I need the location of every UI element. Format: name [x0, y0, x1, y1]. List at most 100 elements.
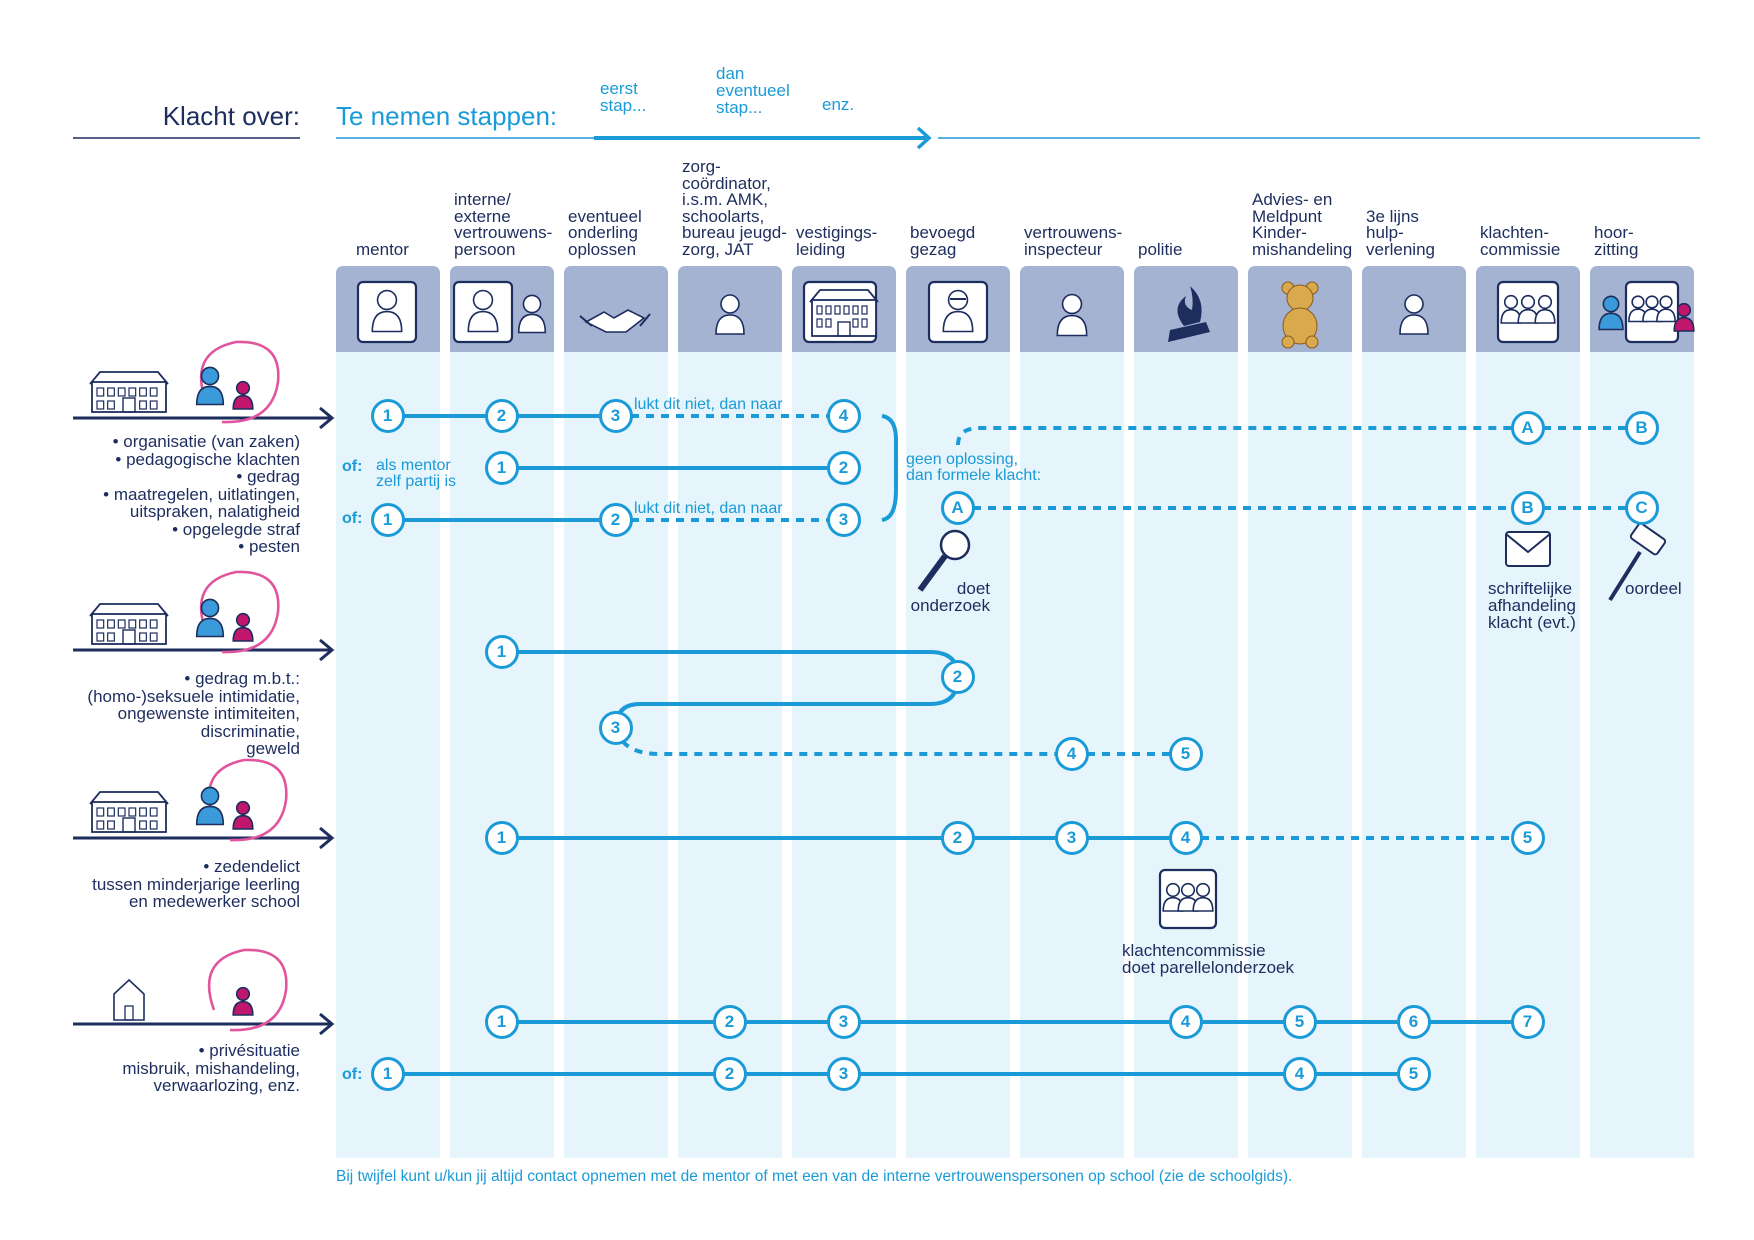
parallel-investigation-note: klachtencommissie doet parellelonderzoek	[1122, 941, 1295, 977]
building-window	[128, 619, 137, 629]
path-curve	[956, 426, 1528, 446]
building-window	[139, 820, 147, 830]
bear-foot-right	[1305, 335, 1319, 349]
person-body	[1534, 308, 1556, 324]
step-node: 1	[484, 1004, 519, 1039]
written-handling-note: schriftelijke afhandeling klacht (evt.)	[1488, 579, 1576, 632]
step-node: A	[1510, 410, 1545, 445]
case-3-label: • zedendelict tussen minderjarige leerli…	[92, 857, 300, 911]
person-body	[1598, 312, 1624, 331]
person-head	[1165, 882, 1181, 898]
step-node: 2	[940, 659, 975, 694]
care-coordinator-icon	[715, 294, 745, 335]
house-door	[124, 1005, 134, 1021]
building-window	[96, 400, 105, 410]
highlight-circle	[199, 570, 280, 654]
person-body	[942, 310, 974, 333]
person-head	[1180, 882, 1196, 898]
step-node: 5	[1510, 820, 1545, 855]
hearing-group-icon	[1598, 280, 1695, 344]
step-node: B	[1624, 410, 1659, 445]
column-label-1: mentor	[356, 239, 409, 259]
case-arrow-head	[319, 406, 335, 430]
gavel-icon	[1608, 522, 1667, 602]
building-body	[91, 801, 167, 833]
step-node: 2	[484, 398, 519, 433]
mentor-party-note: als mentor zelf partij is	[376, 457, 457, 490]
step-node: 4	[1282, 1056, 1317, 1091]
case-arrow-head	[319, 826, 335, 850]
police-book	[1168, 322, 1210, 342]
mentor-icon	[356, 280, 418, 344]
building-window	[843, 305, 850, 315]
building-window	[128, 807, 137, 817]
case-arrow-head	[319, 638, 335, 662]
column-label-9: Advies- en Meldpunt Kinder- mishandeling	[1252, 190, 1353, 259]
person-head	[720, 294, 740, 314]
step-node: 5	[1396, 1056, 1431, 1091]
person-head	[1676, 302, 1692, 318]
step-node: 4	[1168, 1004, 1203, 1039]
building-door	[122, 397, 136, 413]
person-body	[232, 814, 254, 830]
person-head	[376, 289, 398, 311]
step-node: 1	[370, 502, 405, 537]
legend-label-3: enz.	[822, 95, 855, 114]
building-window	[139, 632, 147, 642]
legend-label-1: eerst stap...	[600, 79, 647, 115]
step-node: 3	[826, 1056, 861, 1091]
step-node: 6	[1396, 1004, 1431, 1039]
step-node: 4	[826, 398, 861, 433]
step-node: 4	[1168, 820, 1203, 855]
step-node: 5	[1282, 1004, 1317, 1039]
person-head	[1520, 294, 1536, 310]
school-icon	[89, 791, 169, 833]
magnifier-handle	[917, 554, 948, 592]
person-body	[1192, 896, 1214, 912]
building-window	[149, 387, 158, 397]
person-head	[522, 294, 542, 314]
person-head	[200, 786, 220, 806]
building-window	[825, 318, 832, 328]
building-window	[139, 387, 147, 397]
person-body	[517, 313, 547, 334]
column-band-12	[1590, 352, 1694, 1158]
person-body	[195, 805, 225, 826]
building-window	[149, 619, 158, 629]
building-window	[96, 820, 105, 830]
step-node: 7	[1510, 1004, 1545, 1039]
step-node: B	[1510, 490, 1545, 525]
bear-foot-left	[1281, 335, 1295, 349]
building-window	[852, 318, 859, 328]
highlight-circle	[199, 340, 280, 424]
building-window	[107, 387, 115, 397]
building-window	[107, 400, 115, 410]
column-label-8: politie	[1138, 239, 1183, 259]
column-label-5: vestigings- leiding	[796, 223, 878, 259]
building-window	[139, 400, 147, 410]
person-body	[371, 310, 403, 333]
legend-label-2: dan eventueel stap...	[716, 64, 790, 117]
building-window	[107, 632, 115, 642]
person-body	[1056, 314, 1088, 337]
envelope-icon	[1505, 531, 1551, 567]
judgment-note: oordeel	[1625, 579, 1682, 598]
column-label-11: klachten- commissie	[1480, 223, 1561, 259]
fallback-note-1: lukt dit niet, dan naar	[634, 396, 783, 413]
school-icon	[89, 603, 169, 645]
person-head	[200, 598, 220, 618]
highlight-circle	[207, 948, 288, 1032]
person-body	[195, 617, 225, 638]
home-icon	[113, 978, 145, 1021]
handshake-hands	[584, 309, 646, 333]
authority-person-icon	[927, 280, 989, 344]
person-head	[1631, 295, 1645, 309]
person-body	[232, 1000, 254, 1016]
person-head	[235, 612, 251, 628]
school-icon	[89, 371, 169, 413]
step-node: A	[940, 490, 975, 525]
building-window	[816, 318, 823, 328]
complaint-about-title: Klacht over:	[162, 101, 300, 131]
step-node: 1	[484, 634, 519, 669]
